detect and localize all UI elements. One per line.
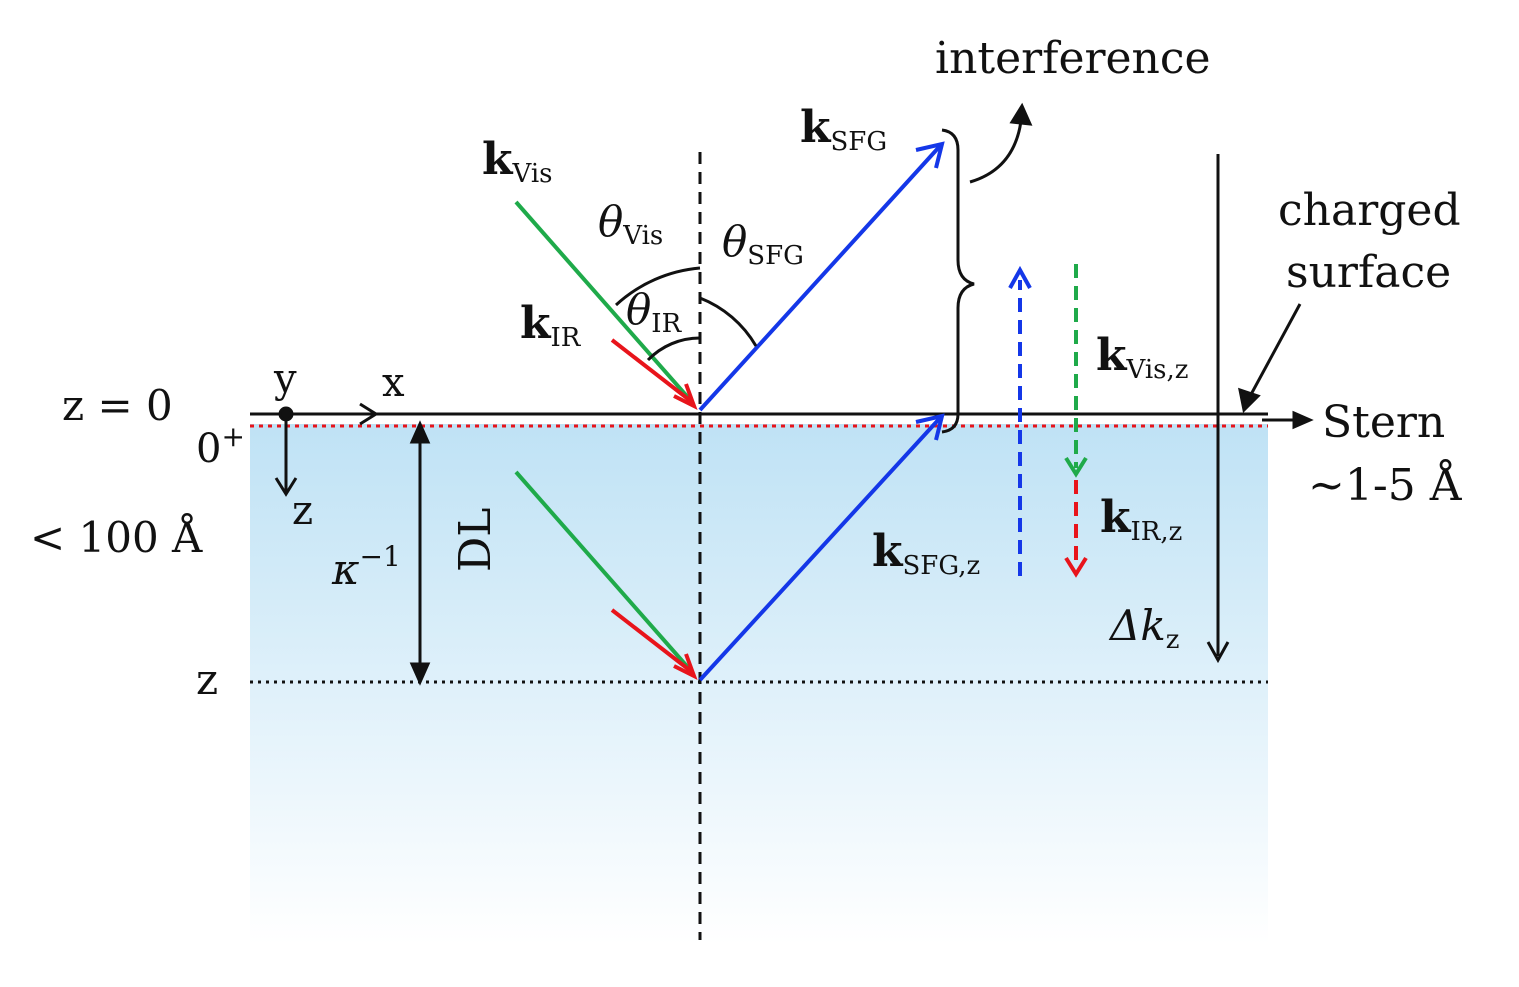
k-ir-z-label: kIR,z	[1100, 492, 1182, 547]
k-sfg-z-label: kSFG,z	[872, 526, 980, 581]
interference-label: interference	[935, 33, 1211, 84]
interference-brace	[941, 102, 1033, 434]
sfg-beam-top	[698, 144, 942, 412]
z-zero-label: z = 0	[62, 381, 173, 430]
visible-beam-top	[514, 200, 694, 404]
k-vis-label: kVis	[482, 134, 552, 189]
depth-limit-label: < 100 Å	[30, 512, 203, 562]
k-ir-label: kIR	[520, 298, 582, 353]
theta-sfg-arc	[699, 296, 758, 347]
x-axis-label: x	[382, 360, 405, 406]
x-axis-arrowhead	[359, 402, 379, 426]
z-axis-label: z	[292, 488, 313, 534]
z-component-arrows	[1008, 264, 1088, 578]
ir-beam-top	[610, 338, 694, 404]
depth-beams	[514, 413, 945, 682]
angle-arcs	[614, 266, 758, 362]
charged-surface-pointer	[1238, 303, 1302, 414]
stern-width-label: ~1-5 Å	[1308, 458, 1463, 511]
ir-beam-depth	[610, 608, 694, 674]
k-vis-z-label: kVis,z	[1096, 330, 1188, 385]
theta-ir-label: θIR	[626, 285, 683, 339]
theta-vis-arc	[614, 266, 701, 307]
y-axis-label: y	[273, 356, 297, 402]
surface-beams	[514, 141, 945, 412]
charged-label: charged	[1278, 185, 1461, 236]
sfg-beam-depth	[698, 416, 942, 682]
theta-ir-arc	[646, 336, 701, 362]
stern-arrowhead	[1292, 410, 1314, 430]
delta-kz-arrow	[1206, 154, 1230, 664]
stern-label: Stern	[1322, 397, 1445, 448]
debye-label: κ−1	[331, 540, 401, 594]
k-sfg-label: kSFG	[800, 102, 887, 157]
coordinate-axes	[274, 402, 1314, 497]
zero-plus-label: 0+	[196, 420, 245, 472]
delta-kz-label: Δkz	[1108, 601, 1179, 655]
debye-length-arrow	[409, 420, 431, 686]
surface-label: surface	[1286, 247, 1451, 298]
dl-label: DL	[450, 508, 501, 573]
z-axis-arrowhead	[274, 477, 298, 497]
theta-vis-label: θVis	[598, 197, 663, 251]
theta-sfg-label: θSFG	[722, 217, 804, 271]
depth-z-label: z	[196, 655, 218, 704]
visible-beam-depth	[514, 470, 694, 674]
